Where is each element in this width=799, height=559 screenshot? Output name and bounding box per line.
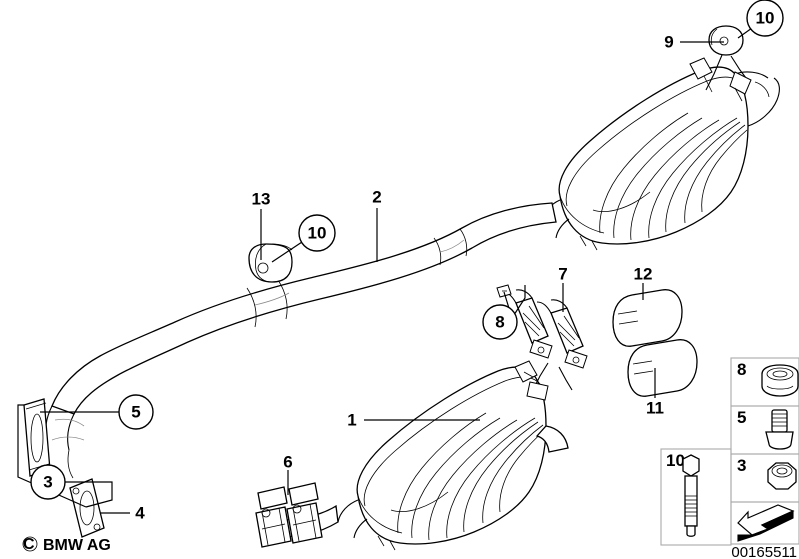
callout-10-mid: 10	[298, 214, 336, 252]
callout-1: 1	[347, 410, 356, 429]
legend-cell-10	[660, 448, 732, 546]
callout-5: 5	[118, 394, 154, 430]
callout-3-circle	[30, 464, 66, 500]
callout-11: 11	[646, 398, 664, 417]
callout-3-label: 3	[43, 472, 52, 491]
diagram-id: 00165511	[731, 544, 797, 559]
callout-8-label: 8	[495, 312, 504, 331]
callout-9-label: 9	[664, 32, 673, 51]
callout-3: 3	[30, 464, 66, 500]
legend-label-10: 10	[666, 451, 685, 470]
legend-label-3: 3	[737, 456, 746, 475]
leader-lines	[17, 27, 753, 514]
callout-12: 12	[634, 264, 653, 283]
part-hanger-rear-bracket	[689, 54, 752, 102]
lock-nut-icon	[767, 462, 797, 490]
callout-9: 9	[664, 32, 673, 51]
callout-11-label: 11	[646, 398, 664, 417]
callout-1-label: 1	[347, 410, 356, 429]
callout-10-top-label: 10	[756, 8, 775, 27]
callout-13-label: 13	[252, 189, 271, 208]
part-hanger-right	[536, 299, 588, 369]
callout-4: 4	[135, 503, 145, 522]
copyright-block: C BMW AG	[22, 536, 111, 554]
part-sleeve-lower	[627, 339, 698, 397]
callout-10-top: 10	[746, 0, 784, 37]
callout-7: 7	[558, 264, 567, 283]
part-bushing-mid	[248, 243, 293, 283]
callout-8-circle	[482, 304, 518, 340]
callout-6-label: 6	[283, 452, 292, 471]
hex-bolt-long-icon	[682, 454, 700, 537]
hex-bolt-short-icon	[765, 409, 794, 450]
copyright-text: BMW AG	[43, 537, 111, 554]
callout-7-label: 7	[558, 264, 567, 283]
rubber-grommet-icon	[761, 364, 799, 397]
callout-6: 6	[283, 452, 292, 471]
legend-label-5: 5	[737, 408, 746, 427]
part-front-muffler	[337, 366, 569, 551]
part-rear-muffler	[540, 66, 780, 251]
copyright-label: C	[23, 536, 35, 553]
part-sleeve-upper	[612, 289, 683, 347]
callout-5-label: 5	[131, 402, 140, 421]
legend-label-8: 8	[737, 360, 746, 379]
callout-2-label: 2	[372, 187, 381, 206]
direction-arrow-icon	[737, 504, 795, 542]
part-gasket	[69, 478, 105, 538]
callout-10-top-circle	[746, 0, 784, 37]
callout-8: 8	[482, 304, 518, 340]
part-bushing-rear	[708, 25, 744, 56]
callout-10-mid-label: 10	[308, 223, 327, 242]
legend-panel: 8 5 3 10	[660, 357, 799, 546]
callout-2: 2	[372, 187, 381, 206]
part-hanger-mount	[514, 360, 573, 401]
callout-5-circle	[118, 394, 154, 430]
part-hanger-left	[496, 284, 553, 359]
callout-10-mid-circle	[298, 214, 336, 252]
callout-4-label: 4	[135, 503, 145, 522]
callout-12-label: 12	[634, 264, 653, 283]
part-clamp-pair	[255, 482, 323, 548]
callout-13: 13	[252, 189, 271, 208]
